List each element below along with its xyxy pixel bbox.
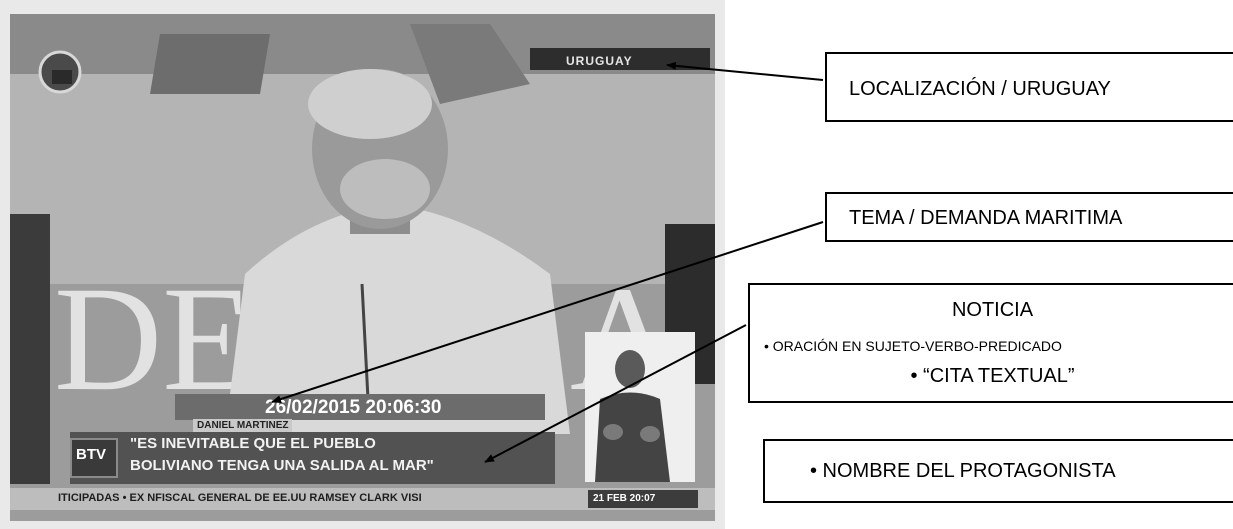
quote-box: [70, 432, 555, 484]
ticker-time: 21 FEB 20:07: [593, 493, 656, 504]
annotation-news-point-quote: • “CITA TEXTUAL”: [910, 365, 1075, 387]
annotation-location-label: LOCALIZACIÓN / URUGUAY: [849, 78, 1111, 100]
annotation-news-title: NOTICIA: [951, 299, 1034, 321]
channel-logo-label: BTV: [76, 446, 106, 463]
channel-logo: [70, 438, 118, 478]
location-tag: URUGUAY: [566, 54, 633, 68]
annotation-topic: TEMA / DEMANDA MARITIMA: [825, 192, 1233, 242]
ticker-bar: [10, 488, 715, 510]
quote-line-1: "ES INEVITABLE QUE EL PUEBLO: [130, 435, 376, 452]
tv-screen: IDE A: [10, 14, 715, 521]
annotation-topic-label: TEMA / DEMANDA MARITIMA: [849, 207, 1123, 229]
date-time-text: 26/02/2015 20:06:30: [265, 397, 442, 418]
ticker-time-box: [588, 490, 698, 508]
tv-screenshot-frame: IDE A: [0, 0, 725, 529]
quote-line-2: BOLIVIANO TENGA UNA SALIDA AL MAR": [130, 457, 434, 474]
annotation-protagonist: • NOMBRE DEL PROTAGONISTA: [763, 439, 1233, 503]
annotation-news-point-sentence: • ORACIÓN EN SUJETO-VERBO-PREDICADO: [764, 338, 1062, 354]
annotation-location: LOCALIZACIÓN / URUGUAY: [825, 52, 1233, 122]
annotation-news: NOTICIA • ORACIÓN EN SUJETO-VERBO-PREDIC…: [748, 283, 1233, 403]
speaker-name: DANIEL MARTINEZ: [193, 419, 293, 432]
annotation-protagonist-label: • NOMBRE DEL PROTAGONISTA: [810, 460, 1116, 482]
ticker-text: ITICIPADAS • EX NFISCAL GENERAL DE EE.UU…: [58, 492, 422, 504]
